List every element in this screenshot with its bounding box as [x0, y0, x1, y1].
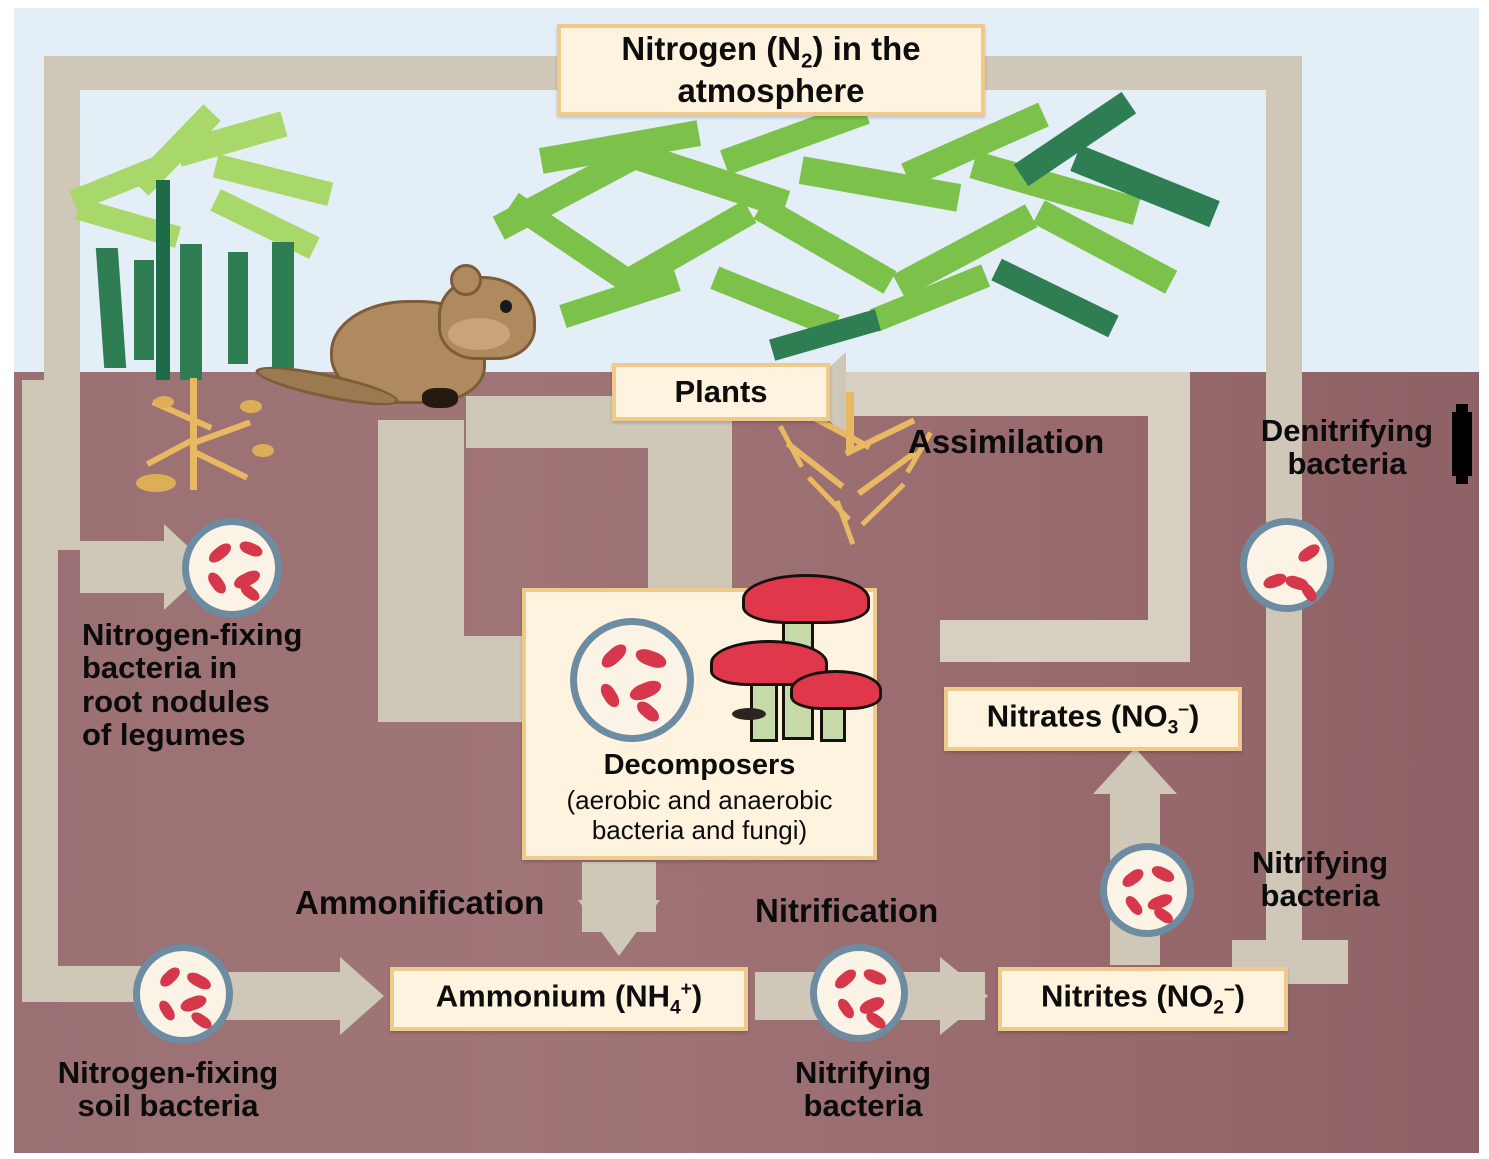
decomposers-title: Decomposers	[603, 749, 796, 781]
ribbon-soil-bacteria-to-ammonium	[215, 972, 345, 1020]
ammonium-box-label: Ammonium (NH4+)	[435, 978, 703, 1019]
nitrates-box[interactable]: Nitrates (NO3–)	[944, 687, 1242, 751]
arrowhead-decomposers-to-ammonium	[578, 900, 660, 956]
edge-artifact-mark-2	[1456, 404, 1468, 484]
mushroom-icon	[704, 574, 882, 746]
label-nitrification: Nitrification	[755, 892, 939, 929]
label-denitrifying-bacteria: Denitrifying bacteria	[1260, 413, 1434, 482]
ammonium-box[interactable]: Ammonium (NH4+)	[390, 967, 748, 1031]
label-nitrogen-fixing-legume: Nitrogen-fixing bacteria in root nodules…	[82, 617, 303, 753]
atmosphere-box-label: Nitrogen (N2) in the atmosphere	[621, 29, 921, 109]
label-nitrogen-fixing-soil: Nitrogen-fixing soil bacteria	[57, 1055, 279, 1124]
label-assimilation: Assimilation	[908, 423, 1105, 460]
nitrites-box[interactable]: Nitrites (NO2–)	[998, 967, 1288, 1031]
arrowhead-to-nitrates	[1093, 748, 1177, 794]
arrowhead-to-nitrites	[940, 957, 988, 1035]
ribbon-left-lower	[22, 380, 58, 1000]
ribbon-assimilation-top	[840, 372, 1190, 416]
plants-box-label: Plants	[674, 373, 768, 409]
nitrites-box-label: Nitrites (NO2–)	[1041, 978, 1245, 1019]
label-ammonification: Ammonification	[295, 884, 545, 921]
arrowhead-to-ammonium	[340, 957, 384, 1035]
shrub-plant-icon	[470, 91, 1230, 375]
ribbon-to-legume-bacteria	[80, 541, 166, 593]
decomposers-box[interactable]: Decomposers (aerobic and anaerobic bacte…	[522, 574, 882, 860]
bacteria-colony-icon-nitrifying-right	[1100, 843, 1194, 937]
decomposers-detail-line1: (aerobic and anaerobic	[566, 785, 833, 815]
bacteria-colony-icon-denitrifying	[1240, 518, 1334, 612]
bacteria-colony-icon-nitrifying-bottom	[810, 944, 908, 1042]
chipmunk-icon	[253, 262, 560, 422]
label-nitrifying-bacteria-bottom: Nitrifying bacteria	[794, 1055, 932, 1124]
label-nitrifying-bacteria-right: Nitrifying bacteria	[1251, 845, 1389, 914]
decomposers-detail-line2: bacteria and fungi)	[591, 814, 808, 845]
bacteria-colony-icon-soil	[133, 944, 233, 1044]
plants-box[interactable]: Plants	[612, 363, 830, 421]
page-margin-top	[0, 0, 1489, 8]
ribbon-bottom-left	[22, 966, 152, 1002]
page-margin-left	[0, 0, 14, 1159]
bacteria-colony-icon-legume	[182, 518, 282, 618]
page-margin-right	[1479, 0, 1489, 1159]
legume-plant-icon	[60, 104, 350, 380]
plant-root-icon	[760, 392, 940, 557]
ribbon-assimilation-vertical	[1148, 372, 1190, 662]
page-margin-bottom	[0, 1153, 1489, 1159]
root-nodule-icon	[120, 378, 300, 508]
atmosphere-box[interactable]: Nitrogen (N2) in the atmosphere	[557, 24, 985, 116]
bacteria-colony-icon-decomposer	[570, 618, 694, 742]
nitrates-box-label: Nitrates (NO3–)	[986, 698, 1200, 739]
